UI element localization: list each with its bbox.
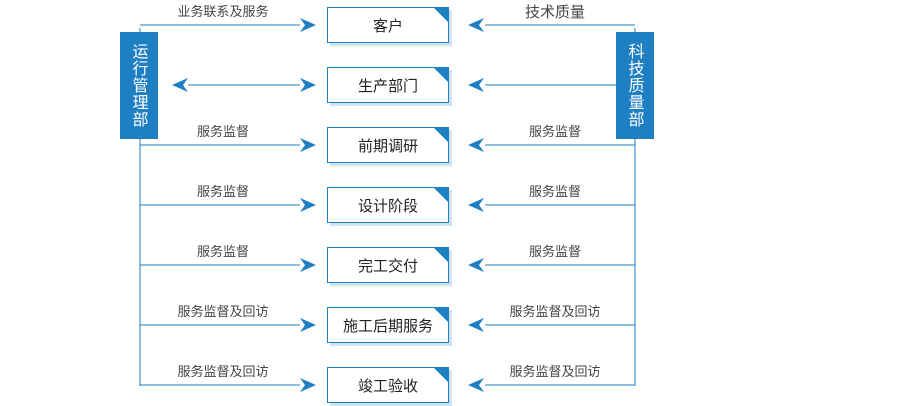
arrow-right-icon [300, 378, 316, 392]
arrow-left-icon [468, 138, 484, 152]
corner-triangle-icon [434, 368, 448, 382]
left-label: 业务联系及服务 [177, 5, 269, 20]
corner-triangle-icon [434, 188, 448, 202]
corner-triangle-icon [434, 248, 448, 262]
right-label: 服务监督 [528, 245, 582, 260]
arrow-left-icon [468, 378, 484, 392]
left-label: 服务监督及回访 [177, 305, 269, 320]
arrow-right-icon [300, 18, 316, 32]
corner-triangle-icon [434, 8, 448, 22]
dept-right: 科技质量部 [616, 32, 654, 139]
left-label: 服务监督 [196, 245, 250, 260]
arrow-left-icon [468, 78, 484, 92]
arrow-right-icon [300, 138, 316, 152]
stage-label: 设计阶段 [357, 196, 418, 215]
right-label: 服务监督及回访 [509, 305, 601, 320]
right-label: 服务监督及回访 [509, 365, 601, 380]
stage-box: 竣工验收 [327, 367, 452, 406]
stage-label: 完工交付 [357, 256, 418, 275]
stage-box: 前期调研 [327, 127, 452, 166]
stage-label: 客户 [372, 16, 403, 35]
arrow-left-icon [468, 318, 484, 332]
arrow-left-icon [468, 198, 484, 212]
stage-box: 生产部门 [327, 67, 452, 106]
corner-triangle-icon [434, 308, 448, 322]
arrow-right-icon [300, 318, 316, 332]
stage-label: 前期调研 [357, 136, 418, 155]
left-label: 服务监督 [196, 125, 250, 140]
corner-triangle-icon [434, 128, 448, 142]
stage-box: 施工后期服务 [327, 307, 452, 346]
stage-box: 完工交付 [327, 247, 452, 286]
stage-box: 设计阶段 [327, 187, 452, 226]
arrow-right-icon [300, 198, 316, 212]
stage-label: 竣工验收 [357, 376, 418, 395]
stage-box: 客户 [327, 7, 452, 46]
right-label: 服务监督 [528, 125, 582, 140]
stage-label: 施工后期服务 [342, 316, 433, 335]
left-label: 服务监督及回访 [177, 365, 269, 380]
stage-label: 生产部门 [357, 76, 418, 95]
arrow-right-icon [300, 258, 316, 272]
dept-left: 运行管理部 [120, 32, 158, 139]
corner-triangle-icon [434, 68, 448, 82]
arrow-left-icon [172, 78, 188, 92]
left-label: 服务监督 [196, 185, 250, 200]
arrow-left-icon [468, 18, 484, 32]
right-label: 服务监督 [528, 185, 582, 200]
arrow-left-icon [468, 258, 484, 272]
right-label: 技术质量 [524, 3, 586, 21]
arrow-right-icon [300, 78, 316, 92]
